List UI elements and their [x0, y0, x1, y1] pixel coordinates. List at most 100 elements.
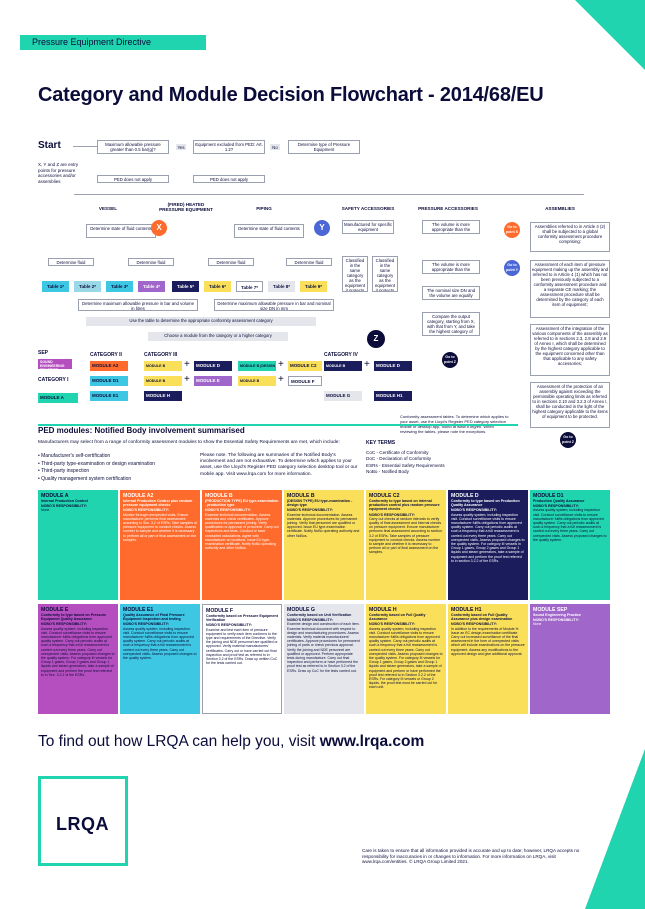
module-b-production-2: MODULE B (PRODUCTION TYPE): [144, 376, 182, 386]
fluid-group-box: Determine fluid group*: [208, 258, 254, 266]
goto-z-icon: Go to point Z: [442, 352, 458, 368]
fluid-group-box: Determine fluid group*: [48, 258, 94, 266]
use-table-box: Use the table to determine the appropria…: [86, 317, 316, 326]
safety-classified-box-2: Classified in the same category as the e…: [372, 256, 398, 292]
table-3: Table 3*: [106, 281, 133, 292]
module-d: MODULE D: [194, 361, 232, 371]
logo-text: LRQA: [56, 814, 109, 834]
plus-sign: +: [278, 374, 284, 385]
choose-module-box: Choose a module from the category or a h…: [148, 332, 288, 341]
module-c2: MODULE C2: [288, 361, 322, 371]
table-9: Table 9*: [300, 281, 327, 292]
lrqa-logo: LRQA: [38, 776, 128, 866]
table-7: Table 7*: [236, 281, 263, 292]
table-5: Table 5*: [172, 281, 199, 292]
module-g: MODULE G: [324, 391, 362, 401]
goto-z-icon-2: Go to point Z: [560, 432, 576, 448]
lrqa-website-link[interactable]: www.lrqa.com: [319, 733, 425, 750]
directive-banner: Pressure Equipment Directive: [20, 35, 206, 50]
vessel-state-box: Determine state of fluid contents: [86, 224, 156, 238]
table-8: Table 8*: [268, 281, 295, 292]
category-4-label: CATEGORY IV: [324, 352, 358, 358]
plus-sign: +: [278, 359, 284, 370]
piping-max-pressure-box: Determine maximum allowable pressure in …: [214, 299, 334, 311]
category-1-label: CATEGORY I: [38, 377, 69, 383]
pressure-compare-box: Compare the output category, starting fr…: [422, 312, 480, 336]
key-term: NoBo - Notified Body: [366, 468, 409, 474]
entry-z-icon: Z: [367, 330, 385, 348]
module-card-b-design: MODULE B(DESIGN TYPE) EU type-examinatio…: [284, 490, 364, 600]
key-term: ESRs - Essential Safety Requirements: [366, 462, 445, 468]
assembly-text-4: Assessment of the protection of an assem…: [530, 382, 610, 428]
ped-bullet: • Third-party type-examination or design…: [38, 460, 156, 467]
module-f: MODULE F: [288, 376, 322, 386]
conformity-note: Conformity assessment tables. To determi…: [400, 414, 509, 434]
call-to-action: To find out how LRQA can help you, visit…: [38, 733, 424, 751]
goto-y-icon: Go to point Y: [504, 260, 520, 276]
category-2-label: CATEGORY II: [90, 352, 122, 358]
start-note: X, Y and Z are entry points for pressure…: [38, 162, 79, 184]
corner-triangle-bottom: [585, 749, 645, 909]
module-h1: MODULE H1: [374, 391, 412, 401]
module-h-cat3: MODULE H: [144, 391, 182, 401]
category-3-label: CATEGORY III: [144, 352, 178, 358]
module-card-b-production: MODULE B(PRODUCTION TYPE) EU type-examin…: [202, 490, 282, 600]
table-4: Table 4*: [138, 281, 165, 292]
ped-not-apply-1: PED does not apply: [97, 175, 169, 183]
yes-tag: Yes: [176, 144, 186, 150]
flowchart: Start X, Y and Z are entry points for pr…: [38, 136, 620, 386]
entry-y-icon: Y: [314, 220, 330, 236]
ped-note: Please note. The following are summaries…: [200, 453, 358, 477]
cta-text: To find out how LRQA can help you, visit: [38, 733, 320, 750]
piping-header: PIPING: [256, 206, 272, 211]
module-b-production-3: MODULE B (PRODUCTION TYPE): [238, 376, 276, 386]
assemblies-header: ASSEMBLIES: [545, 206, 575, 211]
goto-x-icon: Go to point X: [504, 222, 520, 238]
exclusion-check-box: Equipment excluded from PED: Art. 1.2?: [193, 140, 265, 154]
page-title: Category and Module Decision Flowchart -…: [38, 84, 544, 106]
entry-x-icon: X: [151, 220, 167, 236]
piping-state-box: Determine state of fluid contents: [234, 224, 304, 238]
disclaimer: Care is taken to ensure that all informa…: [362, 848, 580, 865]
ped-not-apply-2: PED does not apply: [193, 175, 265, 183]
pressure-equal-box: The nominal size DN and the volume are e…: [422, 286, 480, 300]
table-6: Table 6*: [204, 281, 231, 292]
corner-triangle-top: [575, 0, 645, 70]
start-label: Start: [38, 140, 61, 151]
key-term: DoC - Declaration of Conformity: [366, 456, 432, 462]
key-terms-list: CoC - Certificate of Conformity DoC - De…: [366, 450, 486, 475]
ped-section-title: PED modules: Notified Body involvement s…: [38, 426, 245, 435]
table-2: Table 2*: [74, 281, 101, 292]
module-a: MODULE A: [38, 393, 78, 403]
vessel-header: VESSEL: [98, 206, 118, 211]
key-term: CoC - Certificate of Conformity: [366, 450, 429, 455]
no-tag: No: [270, 144, 280, 150]
pressure-accessories-header: PRESSURE ACCESSORIES: [418, 206, 478, 211]
module-b-design: MODULE B (DESIGN TYPE): [238, 361, 276, 371]
key-terms-title: KEY TERMS: [366, 440, 396, 446]
assembly-text-3: Assessment of the integration of the var…: [530, 324, 610, 376]
connector: [74, 194, 584, 195]
ped-bullet: • Manufacturer's self-certification: [38, 453, 111, 459]
ped-bullet: • Quality management system certificatio…: [38, 475, 132, 482]
ped-bullet-list: • Manufacturer's self-certification • Th…: [38, 453, 218, 483]
table-1: Table 1*: [42, 281, 69, 292]
category-panel: SEP SOUND ENGINEERING PRACTICE CATEGORY …: [38, 350, 438, 410]
module-e1: MODULE E1: [90, 391, 128, 401]
pressure-volume-box-2: The volume is more appropriate than the …: [422, 260, 480, 274]
section-divider: [38, 424, 518, 426]
pressure-check-box: Maximum allowable pressure greater than …: [97, 140, 169, 154]
sep-module: SOUND ENGINEERING PRACTICE: [38, 359, 72, 369]
module-e: MODULE E: [194, 376, 232, 386]
module-d1: MODULE D1: [90, 376, 128, 386]
